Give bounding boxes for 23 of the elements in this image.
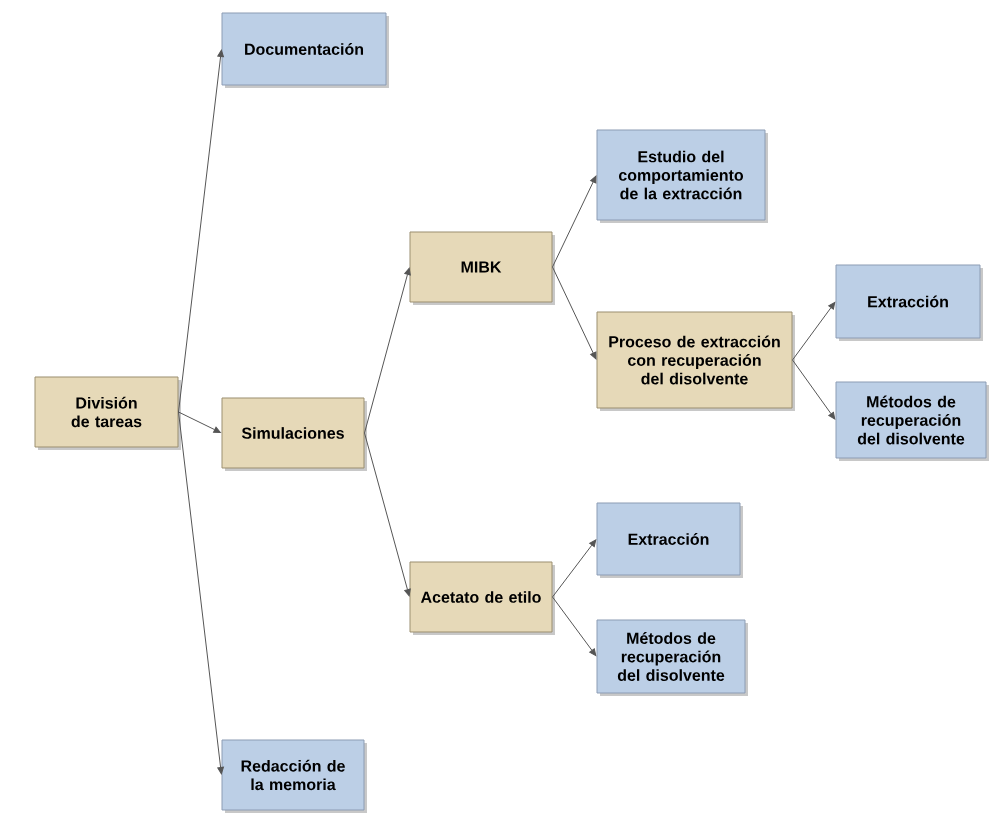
- arrow: [178, 49, 224, 413]
- process-box: Métodos de recuperación del disolvente: [835, 381, 989, 461]
- arrow: [178, 411, 221, 433]
- arrow: [552, 266, 597, 360]
- arrow: [178, 411, 224, 775]
- process-box: MIBK: [409, 231, 555, 305]
- arrow: [792, 302, 836, 361]
- process-box: Documentación: [221, 12, 389, 88]
- arrow: [364, 267, 411, 434]
- arrow: [552, 539, 597, 598]
- arrow: [364, 432, 411, 597]
- process-box: Simulaciones: [221, 397, 367, 471]
- process-box: Métodos de recuperación del disolvente: [596, 619, 748, 696]
- process-box: Extracción: [835, 264, 983, 341]
- arrow: [552, 175, 597, 268]
- process-box: División de tareas: [34, 376, 181, 450]
- process-box: Acetato de etilo: [409, 561, 555, 635]
- process-box: Estudio del comportamiento de la extracción: [596, 129, 768, 223]
- arrow: [552, 596, 597, 656]
- process-box: Redacción de la memoria: [221, 739, 367, 813]
- arrow: [792, 359, 836, 420]
- process-box: Proceso de extracción con recuperación del disolvente: [596, 311, 795, 411]
- process-box: Extracción: [596, 502, 743, 578]
